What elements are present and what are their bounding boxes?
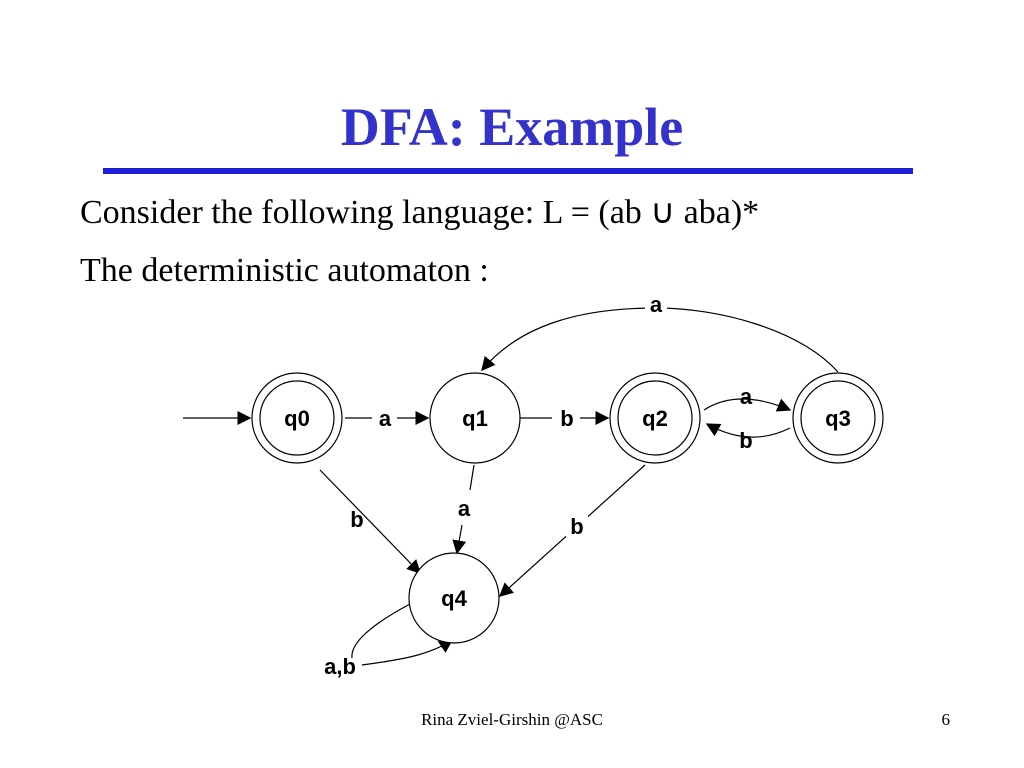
automaton-intro: The deterministic automaton :: [80, 252, 489, 289]
state-label-q1: q1: [462, 406, 488, 431]
state-q4: q4: [408, 552, 500, 644]
edge-q1-q4-tail: [469, 464, 475, 491]
edge-label-q1-q2: b: [560, 406, 573, 431]
edge-label-q2-q4: b: [570, 514, 583, 539]
title-underline: [103, 168, 913, 174]
edge-label-q2-q3: a: [740, 384, 753, 409]
state-label-q0: q0: [284, 406, 310, 431]
self-loop-q4-tail: [351, 603, 411, 659]
edge-label-q3-q1: a: [650, 292, 663, 317]
label-mask: [645, 293, 667, 317]
edge-q1-q4: [452, 524, 467, 555]
state-label-q4: q4: [441, 586, 467, 611]
state-label-q2: q2: [642, 406, 668, 431]
state-q0: q0: [251, 372, 343, 464]
slide-number: 6: [941, 710, 951, 729]
state-label-q3: q3: [825, 406, 851, 431]
language-definition: Consider the following language: L = (ab…: [80, 194, 760, 231]
edge-q2-q3: [703, 398, 792, 412]
self-loop-q4: [361, 639, 454, 666]
footer-credit: Rina Zviel-Girshin @ASC: [421, 710, 603, 729]
edge-label-q0-q1: a: [379, 406, 392, 431]
slide-title: DFA: Example: [340, 97, 684, 157]
edge-label-q0-q4: b: [350, 507, 363, 532]
edge-q3-q1: [481, 307, 839, 373]
edge-label-q3-q2: b: [739, 428, 752, 453]
state-q1: q1: [429, 372, 521, 464]
edge-label-q4-q4: a,b: [324, 654, 356, 679]
edge-q0-q4: [319, 469, 421, 575]
state-q3: q3: [792, 372, 884, 464]
state-q2: q2: [609, 372, 701, 464]
label-mask: [566, 513, 588, 539]
edge-q3-q2: [705, 423, 791, 438]
edge-label-q1-q4: a: [458, 496, 471, 521]
